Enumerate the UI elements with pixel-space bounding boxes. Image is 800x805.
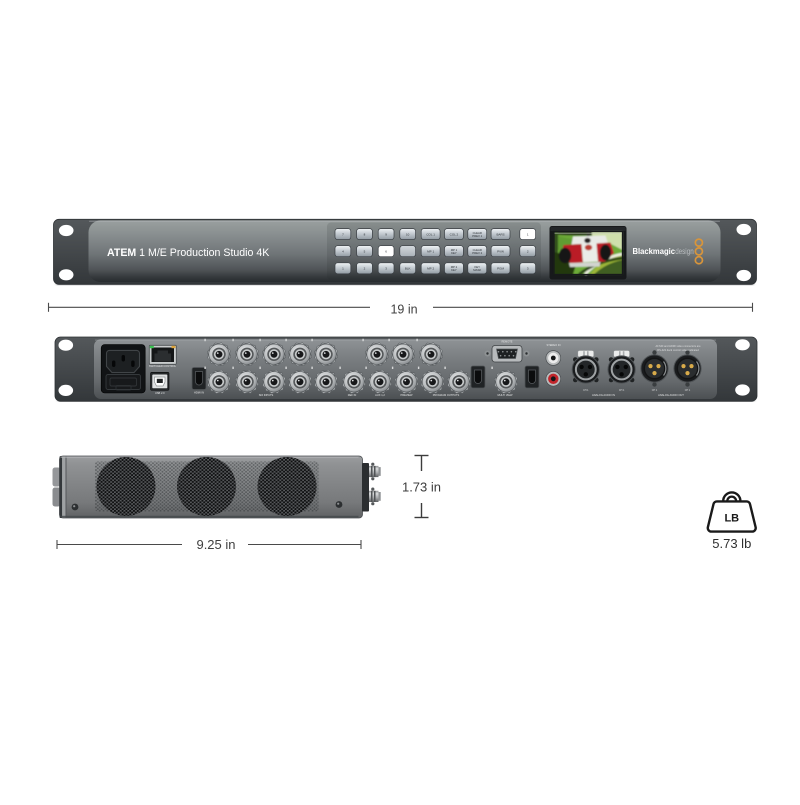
svg-text:CLEAR: CLEAR xyxy=(473,231,482,235)
svg-text:8: 8 xyxy=(364,232,366,236)
svg-text:REF IN: REF IN xyxy=(348,393,357,397)
svg-text:4: 4 xyxy=(342,249,344,253)
svg-text:CH 1: CH 1 xyxy=(685,389,691,392)
svg-text:CH 1: CH 1 xyxy=(619,389,625,392)
svg-text:10: 10 xyxy=(406,232,410,236)
svg-text:2: 2 xyxy=(364,267,366,271)
svg-text:All SDI and HDMI video connect: All SDI and HDMI video connectors are xyxy=(655,344,701,348)
svg-text:MASK: MASK xyxy=(473,268,481,272)
svg-text:9.25 in: 9.25 in xyxy=(196,537,235,552)
svg-text:MP 2: MP 2 xyxy=(451,265,458,269)
svg-text:MP 1: MP 1 xyxy=(451,248,458,252)
svg-text:PREV 1: PREV 1 xyxy=(472,234,482,238)
svg-text:RS-422 deck control video indi: RS-422 deck control video indicated xyxy=(657,348,699,352)
svg-text:BLK: BLK xyxy=(405,267,411,271)
svg-text:5: 5 xyxy=(364,249,366,253)
svg-text:AUX 1,2: AUX 1,2 xyxy=(375,393,385,397)
svg-text:PROGRAM OUTPUTS: PROGRAM OUTPUTS xyxy=(433,393,460,397)
svg-text:CLEAR: CLEAR xyxy=(473,248,482,252)
svg-text:LB: LB xyxy=(724,513,739,525)
svg-text:9: 9 xyxy=(385,232,387,236)
svg-text:19 in: 19 in xyxy=(390,303,417,317)
svg-text:design: design xyxy=(675,247,694,256)
svg-text:ANALOG AUDIO IN: ANALOG AUDIO IN xyxy=(592,393,615,397)
svg-text:SWITCHER CONTROL: SWITCHER CONTROL xyxy=(149,364,177,368)
svg-text:MP 2: MP 2 xyxy=(427,267,434,271)
svg-text:BARS: BARS xyxy=(496,232,504,236)
svg-text:REMOTE: REMOTE xyxy=(501,340,512,344)
svg-text:ATEM 1 M/E Production Studio 4: ATEM 1 M/E Production Studio 4K xyxy=(107,247,269,259)
svg-text:7: 7 xyxy=(342,232,344,236)
svg-text:KEY: KEY xyxy=(451,268,457,272)
svg-text:MULTI VIEW: MULTI VIEW xyxy=(498,393,513,397)
svg-text:PREV 2: PREV 2 xyxy=(472,251,482,255)
svg-text:6: 6 xyxy=(385,249,387,253)
svg-text:CH 1: CH 1 xyxy=(583,389,589,392)
svg-text:HDMI IN: HDMI IN xyxy=(194,391,204,395)
svg-text:KEY: KEY xyxy=(451,251,457,255)
svg-text:KEY: KEY xyxy=(474,265,480,269)
svg-text:STEREO IN: STEREO IN xyxy=(547,343,561,347)
svg-text:5.73 lb: 5.73 lb xyxy=(712,536,751,551)
svg-text:CH 1: CH 1 xyxy=(652,389,658,392)
svg-text:3: 3 xyxy=(385,267,387,271)
svg-text:ANALOG AUDIO OUT: ANALOG AUDIO OUT xyxy=(658,393,684,397)
svg-text:PGM: PGM xyxy=(497,267,504,271)
svg-text:2: 2 xyxy=(527,249,529,253)
svg-text:MP 1: MP 1 xyxy=(427,249,434,253)
svg-text:Blackmagic: Blackmagic xyxy=(633,247,676,256)
svg-text:SDI INPUTS: SDI INPUTS xyxy=(259,393,274,397)
svg-text:PREVIEW: PREVIEW xyxy=(401,393,414,397)
svg-text:COL 1: COL 1 xyxy=(426,232,435,236)
svg-text:USB 2.0: USB 2.0 xyxy=(155,391,165,395)
svg-text:PVW: PVW xyxy=(497,249,504,253)
svg-text:COL 2: COL 2 xyxy=(450,232,459,236)
svg-text:1: 1 xyxy=(527,232,529,236)
svg-text:1.73 in: 1.73 in xyxy=(402,480,441,495)
svg-text:3: 3 xyxy=(527,267,529,271)
svg-text:1: 1 xyxy=(342,267,344,271)
